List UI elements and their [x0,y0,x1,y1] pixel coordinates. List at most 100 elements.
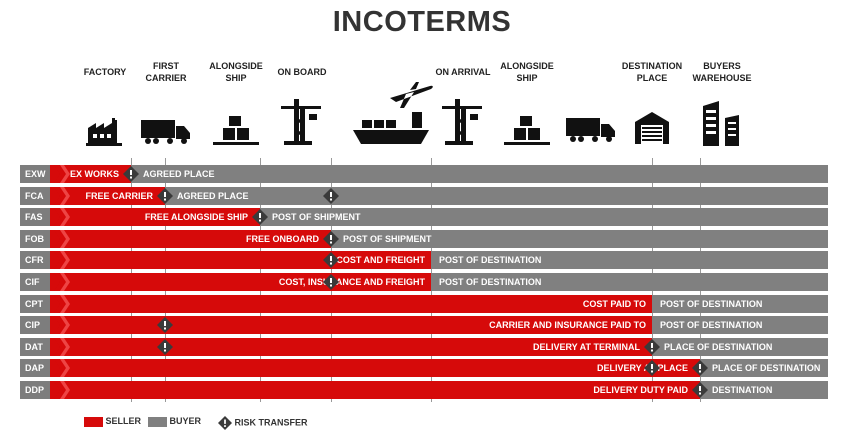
buyer-bar [652,337,828,356]
legend-risk: RISK TRANSFER [218,416,308,430]
buyer-bar [331,229,828,248]
stage-label: ON BOARD [277,67,327,77]
incoterm-row-dat: DAT DELIVERY AT TERMINAL PLACE OF DESTINAT… [20,337,828,356]
buyer-label: AGREED PLACE [143,169,215,179]
risk-transfer-icon [157,187,173,204]
risk-transfer-icon [323,187,339,204]
legend-seller-label: SELLER [105,416,142,426]
chevron-icon [54,359,70,378]
buyer-label: POST OF DESTINATION [660,298,763,309]
buyer-bar [260,208,828,227]
legend-seller: SELLER [84,416,141,427]
boxes-icon [503,114,551,151]
buyer-swatch [148,416,167,427]
seller-label: CARRIER AND INSURANCE PAID TO [489,320,646,331]
buyer-label: POST OF SHIPMENT [343,233,432,244]
chevron-icon [54,186,70,205]
chevron-icon [54,381,70,399]
incoterm-code: DAP [20,359,50,378]
ship-icon [352,110,430,151]
seller-swatch [84,416,103,427]
buyer-bar [700,359,828,378]
truck-icon [140,118,192,151]
chevron-icon [54,316,70,335]
risk-diamond-icon [218,416,232,430]
buyer-label: PLACE OF DESTINATION [712,363,821,374]
risk-transfer-icon [252,209,268,226]
risk-transfer-icon [323,252,339,269]
seller-label: DELIVERY DUTY PAID [593,385,688,395]
seller-bar [46,229,331,248]
incoterm-code: CIP [20,316,50,335]
chevron-icon [54,273,70,291]
incoterm-code: DAT [20,337,50,356]
seller-bar [46,208,260,227]
risk-transfer-icon [157,317,173,334]
buyer-label: AGREED PLACE [177,190,249,201]
seller-bar [46,359,700,378]
chevron-icon [54,229,70,248]
buyer-bar [431,273,828,291]
buyer-bar [652,294,828,313]
seller-label: DELIVERY AT PLACE [596,363,688,374]
incoterm-row-cfr: CFR COST AND FREIGHT POST OF DESTINATION [20,251,828,270]
legend-buyer-label: BUYER [169,416,202,426]
seller-label: DELIVERY AT TERMINAL [532,341,640,352]
buyer-label: POST OF SHIPMENT [272,212,361,223]
seller-bar [46,381,700,399]
seller-label: COST PAID TO [582,298,646,309]
boxes-icon [212,114,260,151]
risk-transfer-icon [323,230,339,247]
seller-label: COST, INSURANCE AND FREIGHT [278,277,425,287]
risk-transfer-icon [692,360,708,377]
building-icon [701,100,743,151]
crane-icon [279,96,325,151]
incoterm-code: CPT [20,294,50,313]
seller-bar [46,251,431,270]
buyer-bar [700,381,828,399]
chevron-icon [54,208,70,227]
stage-label: ON ARRIVAL [435,67,491,77]
factory-icon [85,112,125,151]
buyer-label: POST OF DESTINATION [660,320,763,331]
plane-icon [388,80,434,115]
seller-bar [46,273,431,291]
risk-transfer-icon [644,360,660,377]
risk-transfer-icon [644,338,660,355]
risk-transfer-icon [692,382,708,398]
seller-label: FREE ONBOARD [245,233,319,244]
seller-bar [46,186,165,205]
incoterm-row-cpt: CPT COST PAID TO POST OF DESTINATION [20,294,828,313]
chevron-icon [54,294,70,313]
seller-bar [46,316,652,335]
buyer-label: PLACE OF DESTINATION [664,341,773,352]
buyer-label: POST OF DESTINATION [439,255,542,266]
chevron-icon [54,337,70,356]
buyer-label: POST OF DESTINATION [439,277,542,287]
risk-transfer-icon [123,166,139,182]
chevron-icon [54,251,70,270]
incoterm-code: CFR [20,251,50,270]
seller-label: COST AND FREIGHT [336,255,425,266]
page-title: INCOTERMS [332,6,512,38]
stage-label: FACTORY [83,67,127,77]
legend-risk-label: RISK TRANSFER [234,417,308,428]
legend-buyer: BUYER [148,416,201,427]
buyer-bar [431,251,828,270]
buyer-bar [165,186,828,205]
buyer-bar [652,316,828,335]
risk-transfer-icon [157,338,173,355]
buyer-label: DESTINATION [712,385,773,395]
truck-icon [565,116,617,149]
risk-transfer-icon [323,274,339,290]
seller-bar [46,165,131,183]
